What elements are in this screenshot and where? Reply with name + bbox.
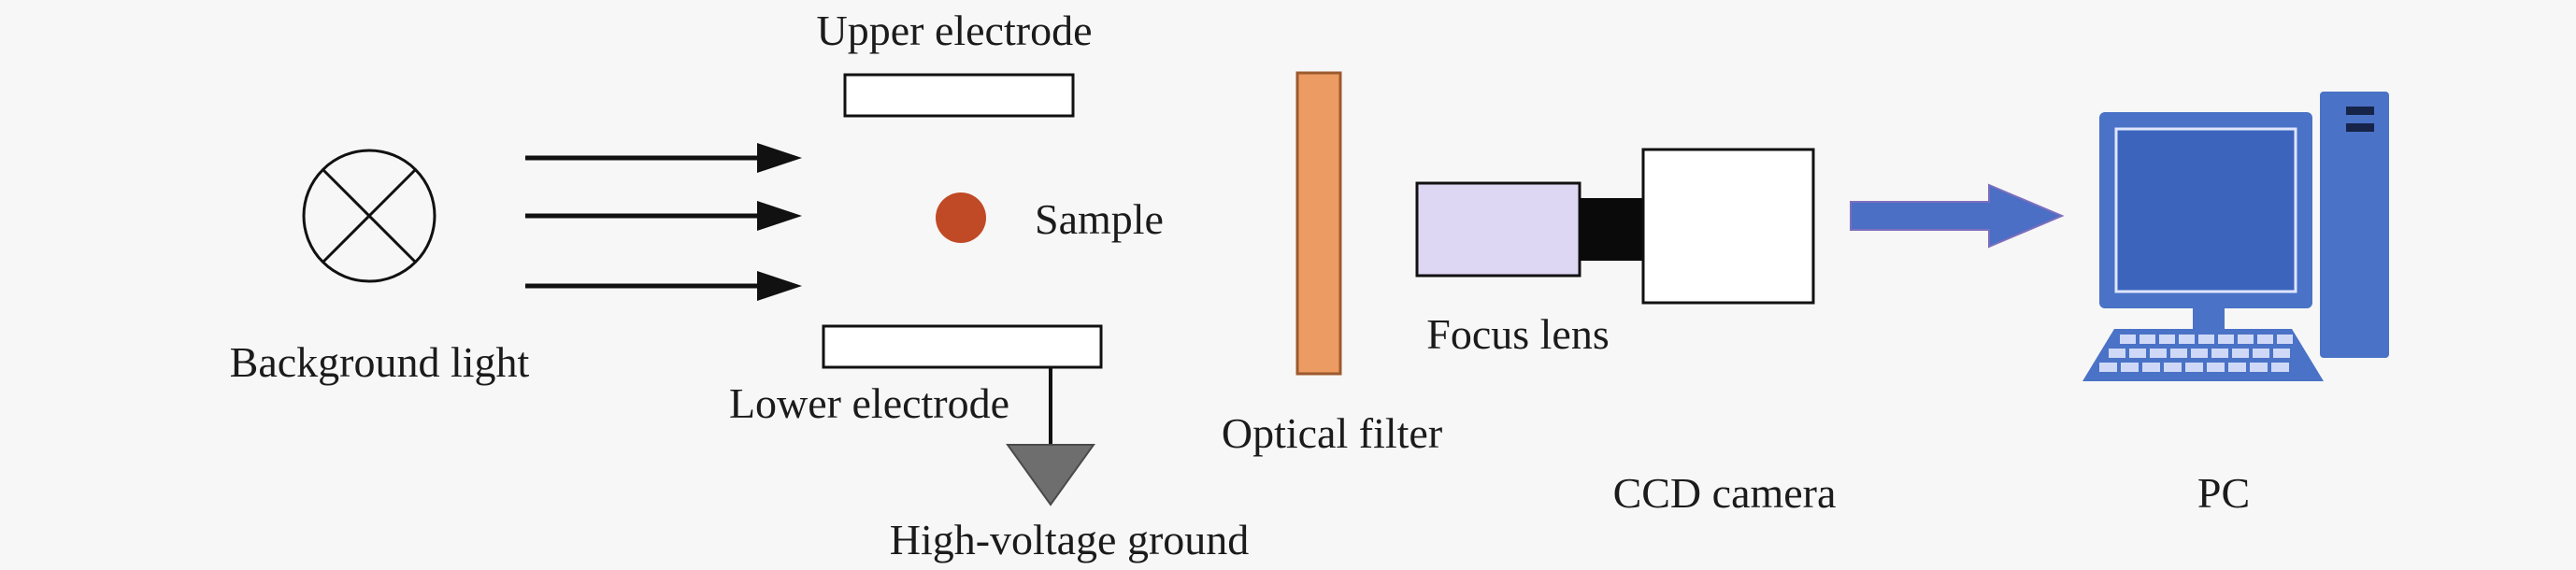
lower-electrode-label: Lower electrode (728, 379, 1010, 427)
sample-label: Sample (1035, 195, 1164, 243)
high-voltage-ground-label: High-voltage ground (889, 516, 1250, 563)
pc-label: PC (2197, 469, 2251, 517)
pc-screen (2114, 127, 2297, 293)
ccd-camera-label: CCD camera (1612, 469, 1837, 517)
pc-keyboard-keys (2099, 335, 2293, 372)
optical-filter-label: Optical filter (1221, 409, 1443, 457)
optical-filter-shape (1295, 71, 1342, 376)
sample-dot (936, 192, 986, 243)
upper-electrode-label: Upper electrode (816, 7, 1093, 54)
light-arrow-head-3 (757, 271, 802, 301)
focus-lens-shape (1415, 181, 1581, 278)
pc-tower-vent-2 (2346, 123, 2374, 132)
pc-tower (2320, 92, 2389, 358)
desktop-computer-icon (2082, 92, 2389, 381)
focus-lens-label: Focus lens (1426, 310, 1610, 358)
light-arrow-head-2 (757, 201, 802, 231)
ground-triangle-icon (1006, 367, 1095, 506)
thick-right-arrow-icon (1850, 183, 2065, 249)
light-arrow-head-1 (757, 143, 802, 173)
camera-connector (1580, 198, 1646, 261)
lamp-cross-line-2 (322, 168, 417, 264)
ccd-camera-shape (1641, 148, 1815, 305)
upper-electrode-shape (843, 73, 1075, 118)
lamp-circle (302, 149, 436, 283)
right-arrow-icon (525, 143, 802, 301)
lamp-circle-x-icon (302, 149, 436, 283)
lower-electrode-shape (822, 324, 1103, 369)
background-light-label: Background light (229, 338, 530, 386)
pc-tower-vent-1 (2346, 107, 2374, 115)
ground-symbol (1006, 444, 1095, 506)
